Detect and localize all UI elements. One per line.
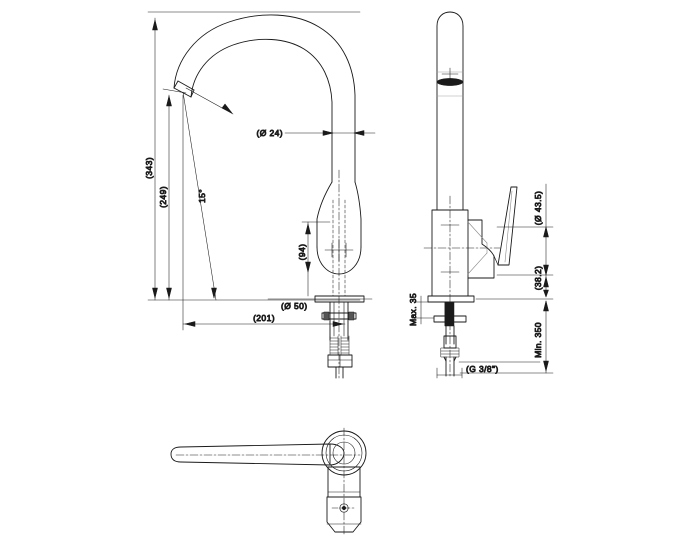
top-view [170, 427, 367, 537]
dim-spout-angle [182, 87, 234, 301]
dim-d435-arrow-bottom [543, 264, 549, 276]
dim-343-arrow-top [152, 19, 158, 31]
dim-handle-offset [475, 276, 554, 300]
lower-nut [327, 354, 353, 368]
side-lever-hub [493, 255, 499, 266]
side-hose-taper [443, 356, 457, 362]
dim-label-deck-thickness: Max. 35 [408, 293, 418, 326]
side-view: (Ø 43.5) (38.2) Max. 35 Min. 350 [408, 11, 554, 379]
dim-343-arrow-bottom [152, 287, 158, 299]
dim-tube-diameter [284, 130, 376, 136]
dim-d24-arrow-left [322, 130, 334, 136]
dim-label-handle-radius: (Ø 43.5) [533, 191, 543, 225]
dim-label-spout-angle: 15° [197, 189, 207, 203]
dim-min350-arrow-bottom [543, 360, 549, 372]
dim-249-arrow-top [166, 95, 172, 107]
dim-label-spout-reach: (201) [253, 313, 275, 323]
dim-hose-length [459, 300, 554, 374]
spout-outlet-edge [177, 80, 195, 91]
dim-label-tube-diameter: (Ø 24) [257, 128, 284, 138]
dim-15deg-arrow-bottom [211, 287, 217, 299]
body-right-shoulder [354, 181, 362, 248]
front-view: (343) (249) 15° (Ø 24) [144, 11, 376, 379]
spout-outer-profile [173, 14, 356, 183]
dim-label-base-diameter: (Ø 50) [281, 301, 308, 311]
dim-label-handle-offset: (38.2) [533, 266, 543, 291]
dim-label-overall-height: (343) [144, 157, 154, 179]
dim-201-arrow-right [332, 321, 344, 327]
side-lever-inner-line [504, 190, 513, 263]
dim-body-height [301, 221, 331, 297]
dim-d435-arrow-top [543, 226, 549, 238]
side-mount-shank [444, 301, 455, 327]
side-hose-fitting-threads [440, 347, 460, 358]
side-deck-washer [433, 315, 467, 323]
spout-outlet-collar [173, 80, 179, 89]
dim-382-arrow-top [543, 276, 549, 288]
dim-d24-arrow-right [353, 130, 365, 136]
dim-249-arrow-bottom [166, 287, 172, 299]
spout-outlet-collar-inner [190, 89, 195, 98]
dim-min350-arrow-top [543, 300, 549, 312]
dim-label-thread-size: (G 3/8") [466, 364, 499, 374]
side-cartridge-cone-upper [467, 221, 488, 244]
side-base-flange [427, 295, 475, 303]
dim-label-outlet-height: (249) [158, 186, 168, 208]
dim-201-arrow-left [184, 321, 196, 327]
lower-nut-stem [335, 366, 344, 379]
dim-spout-reach [182, 94, 346, 331]
dim-thread-size [436, 361, 541, 379]
mount-shank [329, 301, 349, 341]
side-cartridge-cone-lower [467, 252, 488, 275]
side-lever-handle [497, 186, 518, 266]
side-spout-tube [436, 11, 464, 211]
dim-label-hose-length: Min. 350 [533, 322, 543, 358]
deck-washer [321, 312, 357, 320]
top-lever-arm [170, 443, 331, 466]
dim-94-arrow-top [305, 223, 311, 235]
threaded-rod-right [340, 335, 350, 356]
deck-washer-bolt-left [323, 311, 330, 321]
dim-15deg-arrow-leader [221, 103, 233, 114]
dim-382-arrow-bottom [543, 289, 549, 298]
top-lever-hub [329, 443, 345, 466]
dim-label-body-height: (94) [297, 244, 307, 261]
dim-249-ext-top [162, 88, 187, 94]
top-hex-nut [326, 496, 362, 533]
threaded-rod-left [329, 335, 339, 356]
dim-deck-thickness [414, 295, 444, 325]
dim-15deg-centerline [182, 91, 217, 301]
body-left-shoulder [316, 181, 333, 248]
spout-inner-profile [190, 38, 333, 183]
dim-outlet-height [162, 88, 187, 301]
dim-94-arrow-bottom [305, 261, 311, 273]
dim-handle-radius [496, 183, 554, 294]
dim-overall-height [147, 11, 361, 301]
deck-washer-bolt-right [348, 311, 355, 321]
side-shank-stem [445, 325, 455, 345]
